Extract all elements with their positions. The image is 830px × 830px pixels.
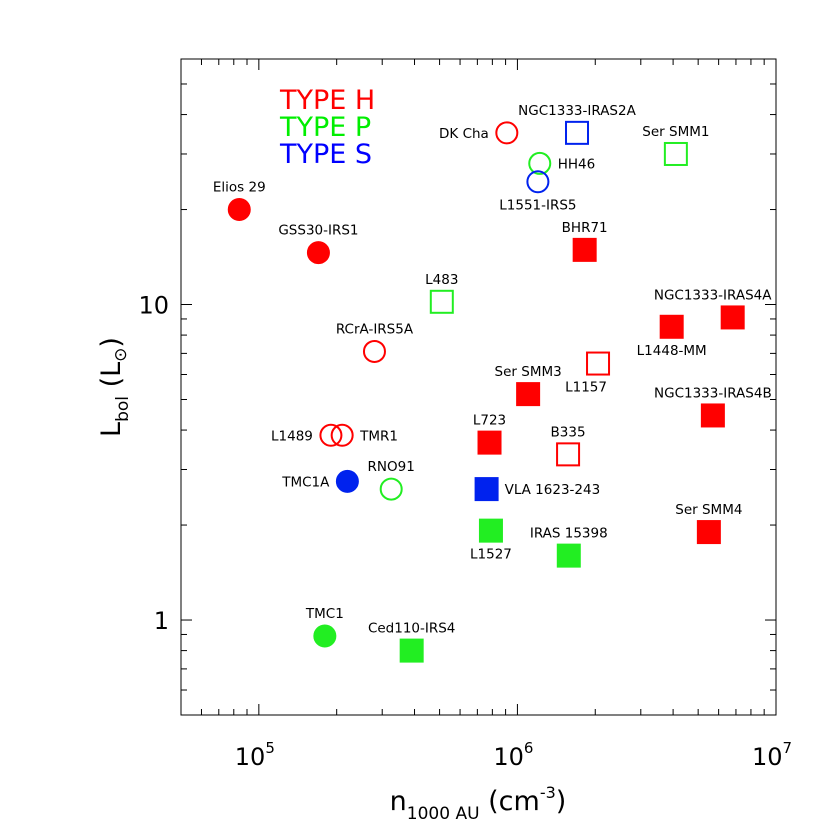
data-point-label: Ser SMM4 — [675, 502, 742, 518]
data-point-marker — [572, 237, 597, 262]
data-point-marker — [526, 170, 550, 194]
data-point-marker — [586, 351, 611, 376]
data-point-label: L1551-IRS5 — [499, 198, 576, 214]
x-axis-title: n1000 AU (cm-3) — [390, 783, 567, 824]
y-axis-title: Lbol (L⊙) — [96, 337, 133, 437]
data-point-label: TMC1A — [281, 474, 330, 490]
data-point-marker — [399, 638, 424, 663]
data-point-label: Ced110-IRS4 — [368, 621, 455, 637]
data-point-label: L483 — [425, 272, 458, 288]
y-tick-label: 1 — [154, 607, 169, 635]
data-point-marker — [659, 314, 684, 339]
data-point-marker — [565, 120, 590, 145]
x-tick-label: 107 — [752, 739, 792, 771]
data-point-label: NGC1333-IRAS4A — [654, 287, 772, 303]
data-point-label: L1157 — [565, 380, 607, 396]
data-point-marker — [313, 624, 337, 648]
data-point-label: TMR1 — [359, 428, 398, 444]
data-point-label: B335 — [551, 424, 586, 440]
data-point-label: IRAS 15398 — [530, 526, 608, 542]
data-point-label: Ser SMM1 — [642, 124, 709, 140]
data-point-marker — [478, 518, 503, 543]
data-point-marker — [720, 305, 745, 330]
data-point-label: NGC1333-IRAS4B — [654, 385, 772, 401]
data-point-marker — [700, 403, 725, 428]
data-point-label: L723 — [473, 413, 506, 429]
x-tick-label: 105 — [235, 739, 275, 771]
data-point-label: VLA 1623-243 — [505, 482, 601, 498]
data-point-marker — [362, 339, 386, 363]
data-point-label: HH46 — [558, 156, 595, 172]
data-point-label: BHR71 — [562, 220, 608, 236]
data-point-marker — [227, 198, 251, 222]
legend-entry: TYPE P — [279, 112, 371, 143]
data-point-marker — [495, 121, 519, 145]
data-point-label: Ser SMM3 — [495, 364, 562, 380]
data-point-label: L1527 — [470, 547, 512, 563]
data-point-label: NGC1333-IRAS2A — [518, 103, 636, 119]
data-point-marker — [663, 141, 688, 166]
data-point-label: RNO91 — [368, 459, 415, 475]
data-point-marker — [379, 477, 403, 501]
data-point-marker — [696, 520, 721, 545]
data-point-marker — [330, 423, 354, 447]
data-point-marker — [319, 423, 343, 447]
data-point-marker — [335, 469, 359, 493]
data-point-label: Elios 29 — [213, 180, 266, 196]
data-point-marker — [306, 241, 330, 265]
axes: 105 106 107 1 10 — [138, 58, 792, 771]
data-point-label: DK Cha — [439, 126, 489, 142]
data-point-label: RCrA-IRS5A — [336, 321, 414, 337]
data-point-marker — [556, 543, 581, 568]
legend-entry: TYPE S — [279, 139, 372, 170]
data-point-marker — [528, 151, 552, 175]
data-point-label: TMC1 — [305, 606, 344, 622]
data-point-marker — [474, 477, 499, 502]
data-point-label: L1448-MM — [637, 343, 707, 359]
data-point-marker — [429, 289, 454, 314]
data-point-marker — [516, 382, 541, 407]
plot-frame — [180, 58, 777, 716]
data-point-marker — [556, 442, 581, 467]
data-point-marker — [477, 430, 502, 455]
x-tick-label: 106 — [493, 739, 533, 771]
y-tick-label: 10 — [138, 292, 169, 320]
data-point-label: L1489 — [271, 428, 313, 444]
data-point-label: GSS30-IRS1 — [278, 223, 358, 239]
legend-entry: TYPE H — [279, 85, 375, 116]
